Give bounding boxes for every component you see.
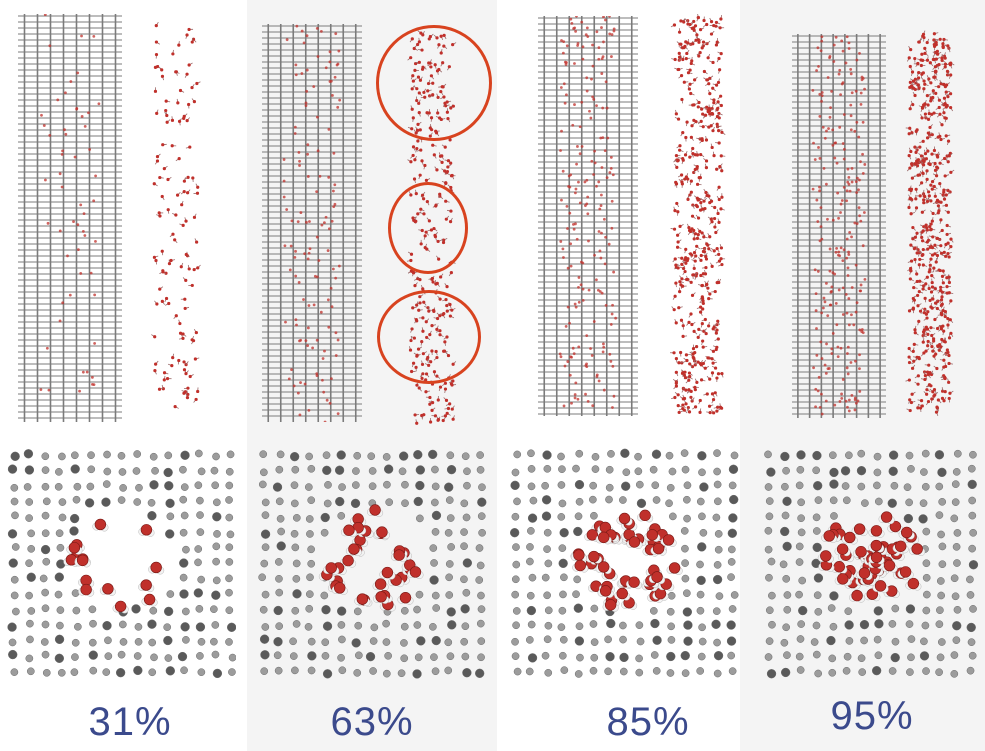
framework-water <box>39 14 101 393</box>
framework-atoms <box>764 449 979 679</box>
water-molecules <box>151 22 201 409</box>
highlight-circle-middle <box>388 182 468 274</box>
framework-lattice <box>262 24 362 422</box>
framework-lattice <box>538 16 638 416</box>
filling-label-95: 95% <box>830 694 914 738</box>
framework-side-view-31 <box>18 14 122 422</box>
pore-top-view-95 <box>764 449 979 679</box>
water-molecules <box>670 14 726 415</box>
pore-water <box>318 504 424 612</box>
framework-water <box>282 24 342 422</box>
pore-water <box>570 509 683 612</box>
highlight-circle-top <box>376 25 492 141</box>
framework-water <box>558 16 618 409</box>
pore-top-view-31 <box>7 449 236 679</box>
water-column-85 <box>670 14 726 415</box>
highlight-circle-bottom <box>377 290 481 384</box>
filling-label-63: 63% <box>330 700 414 744</box>
framework-side-view-95 <box>792 34 886 418</box>
filling-label-31: 31% <box>88 700 172 744</box>
water-column-31 <box>151 22 201 409</box>
framework-atoms <box>7 449 236 679</box>
water-column-95 <box>905 30 955 416</box>
framework-lattice <box>792 34 886 418</box>
pore-top-view-63 <box>258 449 487 679</box>
framework-atoms <box>510 448 739 678</box>
pore-top-view-85 <box>510 448 739 678</box>
filling-label-85: 85% <box>606 700 690 744</box>
water-molecules <box>905 30 955 416</box>
framework-atoms <box>258 449 487 679</box>
framework-side-view-63 <box>262 24 362 422</box>
framework-lattice <box>18 14 122 422</box>
pore-water <box>63 518 165 614</box>
framework-water <box>811 35 867 416</box>
pore-water <box>817 511 926 603</box>
framework-side-view-85 <box>538 16 638 416</box>
